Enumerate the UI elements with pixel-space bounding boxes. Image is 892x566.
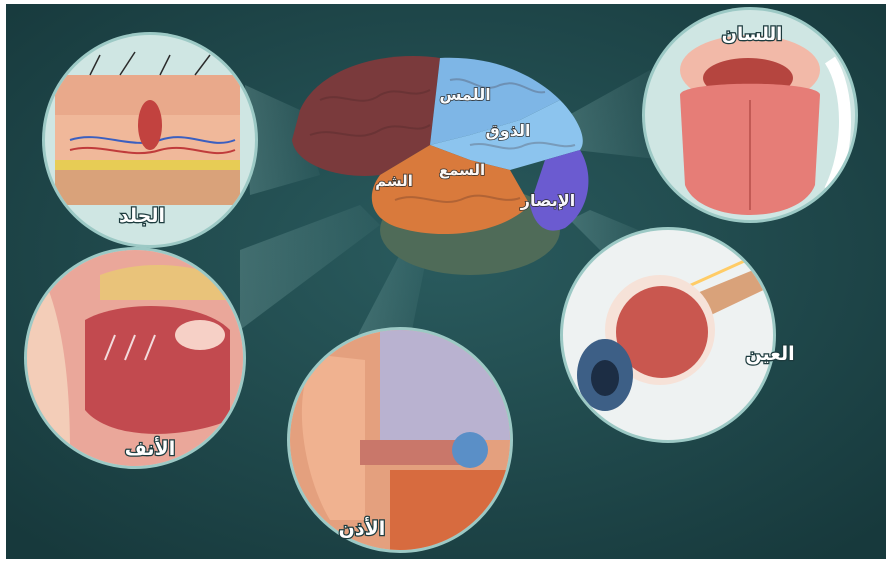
brain-label-hearing: السمع: [439, 161, 485, 179]
tongue-label: اللسان: [722, 24, 783, 45]
brain-label-touch: اللمس: [439, 85, 490, 104]
brain-label-taste: الذوق: [486, 121, 531, 140]
tongue-panel: اللسان: [642, 7, 858, 223]
ear-label: الأذن: [339, 517, 386, 540]
nose-label: الأنف: [125, 437, 175, 460]
brain-label-smell: الشم: [375, 172, 413, 190]
brain-label-vision: الإبصار: [520, 191, 575, 210]
skin-label: الجلد: [119, 205, 165, 227]
eye-label: العين: [745, 343, 794, 365]
ear-panel: الأذن: [287, 327, 513, 553]
skin-panel: الجلد: [42, 32, 258, 248]
ear-illustration: [290, 330, 510, 550]
